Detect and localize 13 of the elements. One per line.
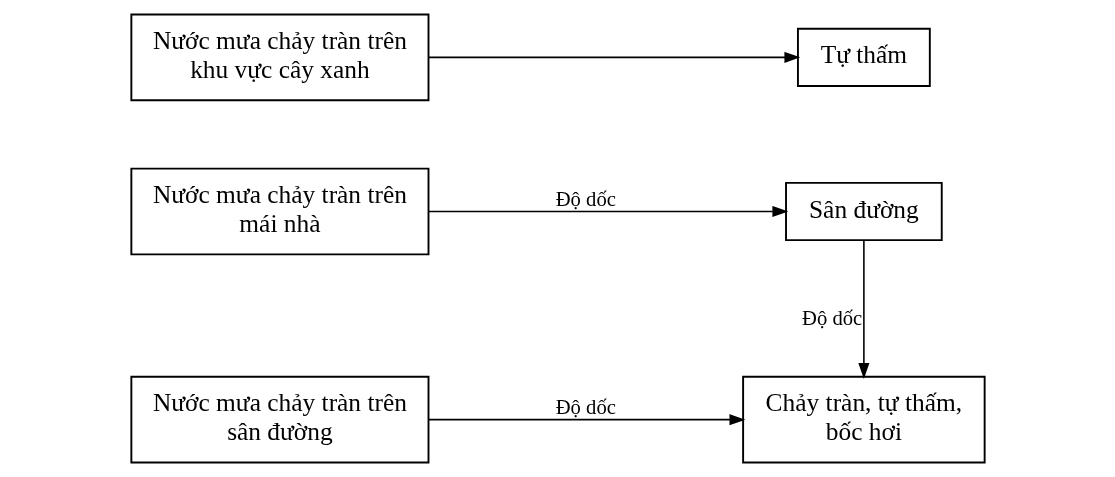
edge-label: Độ dốc	[801, 307, 862, 330]
arrow	[427, 205, 788, 218]
node-box: Tự thấm	[796, 27, 931, 87]
arrow	[427, 414, 745, 426]
node-box: Nước mưa chảy tràn trên mái nhà	[129, 167, 429, 256]
edge-label: Độ dốc	[555, 187, 616, 210]
node-box: Chảy tràn, tự thấm, bốc hơi	[741, 375, 986, 464]
arrow	[857, 239, 869, 379]
node-box: Sân đường	[784, 181, 943, 242]
node-box: Nước mưa chảy tràn trên sân đường	[129, 375, 429, 464]
node-box: Nước mưa chảy tràn trên khu vực cây xanh	[129, 13, 429, 102]
edge-label: Độ dốc	[555, 395, 616, 418]
arrow	[427, 51, 800, 63]
